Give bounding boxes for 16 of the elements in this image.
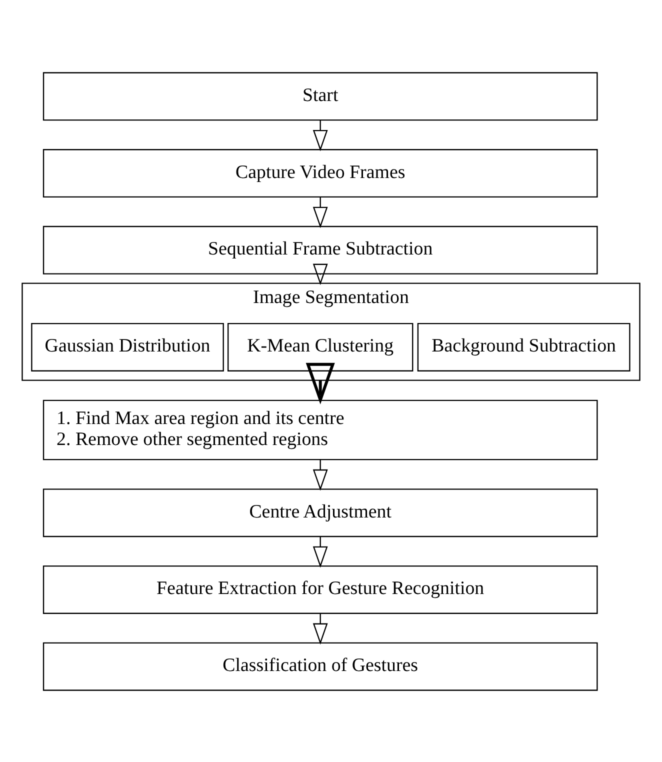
arrow: [312, 263, 328, 285]
node-box: Classification of Gestures: [42, 642, 598, 690]
arrow: [312, 196, 328, 228]
arrow: [306, 362, 335, 404]
arrow: [312, 613, 328, 644]
arrow: [312, 459, 328, 490]
node-box: Feature Extraction for Gesture Recognition: [42, 564, 598, 614]
node-box: Start: [42, 72, 598, 120]
node-box: Centre Adjustment: [42, 488, 598, 537]
arrow: [312, 536, 328, 568]
arrow: [312, 120, 328, 151]
node-box: 1. Find Max area region and its centre 2. Remove other segmented regions: [42, 399, 598, 460]
node-box: Capture Video Frames: [42, 148, 598, 198]
node-box: K-Mean Clustering: [227, 322, 414, 371]
node-box: Gaussian Distribution: [31, 322, 224, 371]
node-box: Background Subtraction: [417, 322, 630, 371]
